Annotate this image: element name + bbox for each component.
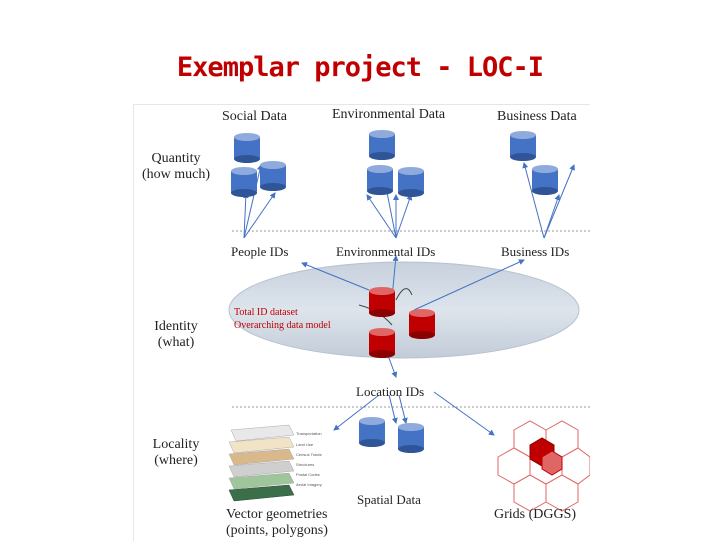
- location-ids-label: Location IDs: [356, 384, 425, 399]
- layer-legend-item: Census Tracts: [296, 452, 322, 457]
- slide-title: Exemplar project - LOC-I: [176, 52, 544, 83]
- business-data-label: Business Data: [497, 109, 577, 124]
- architecture-diagram: Social Data Environmental Data Business …: [133, 104, 590, 541]
- grids-dggs-label: Grids (DGGS): [494, 507, 577, 522]
- layer-legend-item: Transportation: [296, 431, 322, 436]
- vector-geometries-label: Vector geometries (points, polygons): [226, 507, 328, 538]
- vector-layers-icon: [228, 424, 295, 502]
- red-database-icons: [369, 287, 435, 358]
- people-ids-label: People IDs: [231, 244, 289, 259]
- identity-ellipse: [228, 261, 580, 359]
- database-icons: [231, 130, 558, 453]
- dggs-grid-icon: [497, 420, 590, 512]
- identity-row-label: Identity (what): [154, 319, 198, 350]
- connector-arrows: [242, 162, 575, 436]
- social-data-label: Social Data: [222, 109, 287, 124]
- layer-legend-item: Land Use: [296, 442, 314, 447]
- environmental-ids-label: Environmental IDs: [336, 244, 436, 259]
- locality-row-label: Locality (where): [152, 437, 200, 468]
- overarching-data-model-label: Overarching data model: [234, 320, 331, 331]
- quantity-row-label: Quantity (how much): [141, 151, 211, 182]
- total-id-dataset-label: Total ID dataset: [234, 307, 298, 318]
- spatial-data-label: Spatial Data: [357, 492, 421, 507]
- diagram-graphics: [228, 130, 590, 512]
- layer-legend-item: Aerial Imagery: [296, 482, 322, 487]
- business-ids-label: Business IDs: [501, 244, 570, 259]
- layer-legend-item: Postal Codes: [296, 472, 320, 477]
- environmental-data-label: Environmental Data: [332, 107, 446, 122]
- layer-legend-item: Structures: [296, 462, 315, 467]
